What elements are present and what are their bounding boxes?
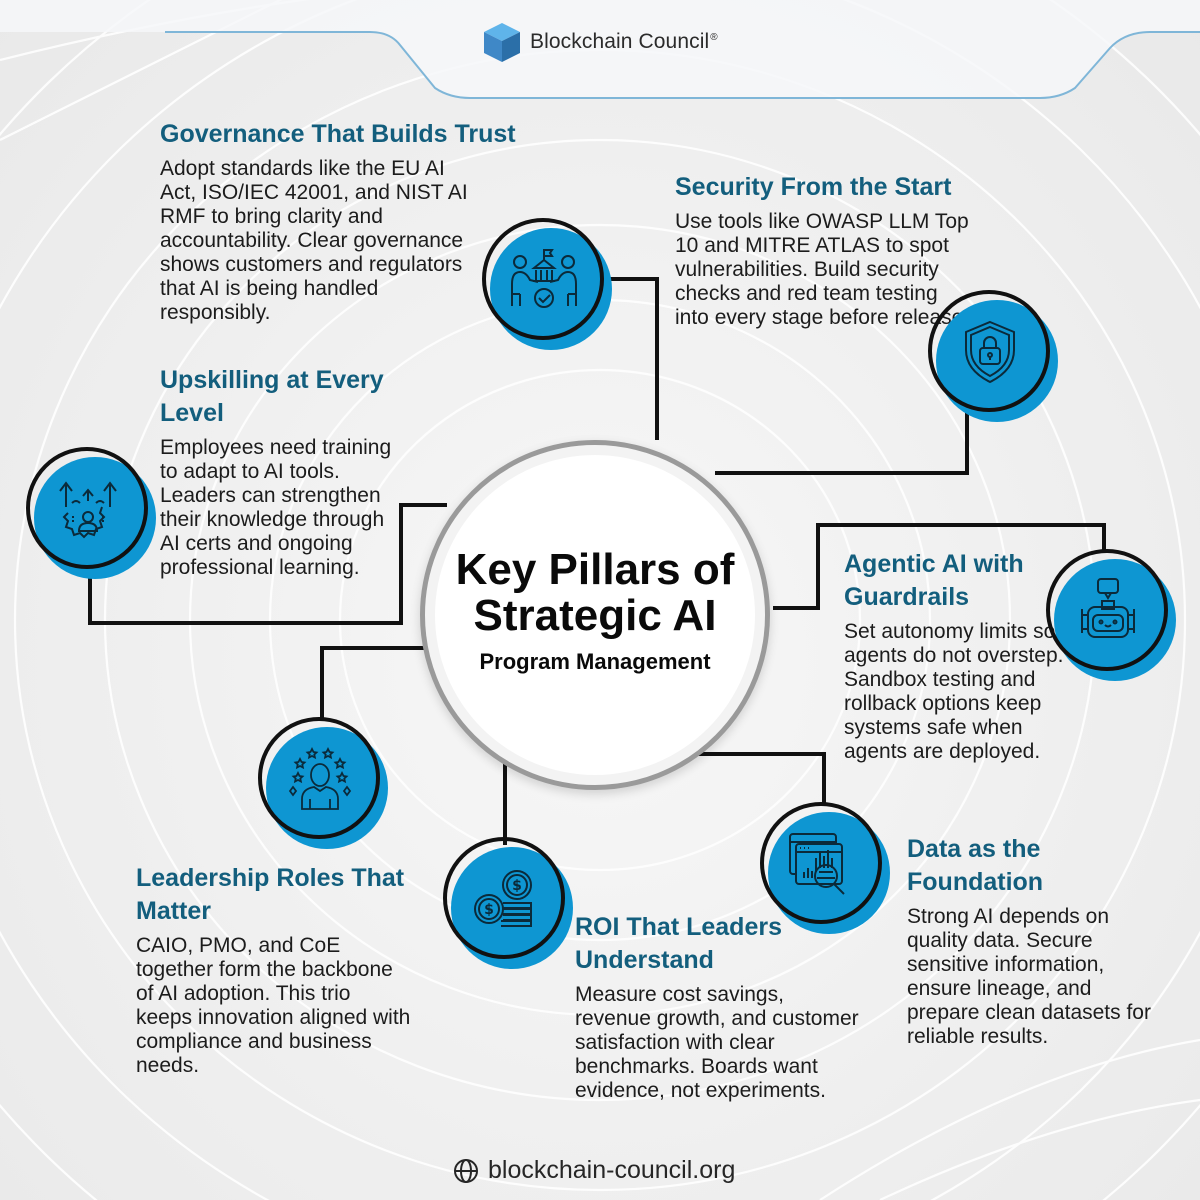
leader-stars-icon [288,746,352,810]
pillar-governance: Governance That Builds Trust Adopt stand… [160,118,540,325]
pillar-body: Use tools like OWASP LLM Top 10 and MITR… [675,210,970,329]
data-analytics-icon [789,833,845,895]
pillar-leadership: Leadership Roles That Matter CAIO, PMO, … [136,862,426,1078]
pillar-title: Governance That Builds Trust [160,120,516,148]
center-title-line1: Key Pillars of [455,545,735,594]
upskill-gear-icon [59,481,117,539]
pillar-title: ROI That Leaders Understand [575,913,782,974]
pillar-body: Strong AI depends on quality data. Secur… [907,905,1151,1048]
pillar-security: Security From the Start Use tools like O… [675,171,995,330]
data-icon-badge [760,802,890,934]
upskilling-icon-badge [26,447,156,579]
brand-logo: Blockchain Council® [480,20,718,64]
dollar-coins-icon: $ $ [474,870,532,927]
pillar-data: Data as the Foundation Strong AI depends… [907,833,1157,1049]
governance-meeting-icon [511,249,577,308]
security-icon-badge [928,290,1058,422]
pillar-body: Employees need training to adapt to AI t… [160,436,392,579]
center-title-line2: Strategic AI [473,591,717,640]
center-subtitle: Program Management [479,649,711,674]
pillar-upskilling: Upskilling at Every Level Employees need… [160,364,420,580]
pillar-title: Security From the Start [675,173,952,201]
brand-name: Blockchain Council® [530,30,718,53]
governance-icon-badge [482,218,612,350]
svg-text:$: $ [512,878,522,894]
svg-text:$: $ [484,902,494,918]
pillar-roi: ROI That Leaders Understand Measure cost… [575,911,865,1103]
center-hub: Key Pillars of Strategic AI Program Mana… [420,440,770,790]
pillar-title: Upskilling at Every Level [160,366,384,427]
robot-icon [1081,578,1135,638]
agentic-icon-badge [1046,549,1176,681]
pillar-body: Adopt standards like the EU AI Act, ISO/… [160,157,468,324]
pillar-title: Agentic AI with Guardrails [844,550,1024,611]
cube-icon [484,23,520,62]
pillar-agentic: Agentic AI with Guardrails Set autonomy … [844,548,1064,764]
pillar-body: CAIO, PMO, and CoE together form the bac… [136,934,411,1077]
pillar-body: Measure cost savings, revenue growth, an… [575,983,859,1102]
pillar-title: Data as the Foundation [907,835,1044,896]
footer-link[interactable]: blockchain-council.org [452,1156,735,1185]
footer-url[interactable]: blockchain-council.org [488,1156,736,1184]
roi-icon-badge: $ $ [443,837,573,969]
leadership-icon-badge [258,717,388,849]
pillar-title: Leadership Roles That Matter [136,864,405,925]
pillar-body: Set autonomy limits so agents do not ove… [844,620,1064,763]
header-tab [0,0,1200,99]
globe-icon [454,1158,478,1183]
shield-lock-icon [965,320,1015,384]
